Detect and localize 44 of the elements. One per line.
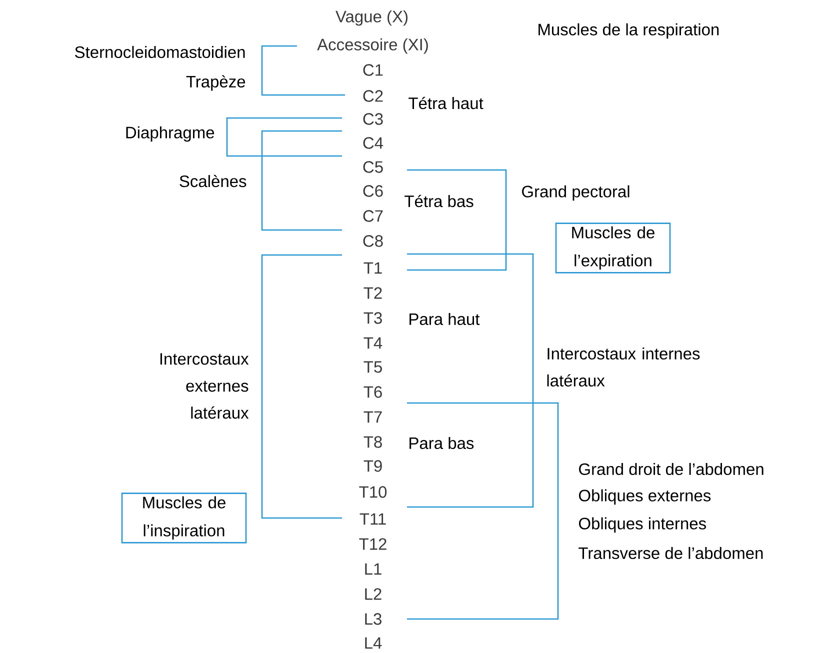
- region-label: Para bas: [410, 436, 474, 450]
- muscle-label: Obliques externes: [579, 489, 711, 505]
- spinal-level-label: T12: [359, 538, 386, 550]
- spinal-level-label: T10: [359, 486, 387, 498]
- spinal-level-label: L4: [365, 637, 382, 649]
- spinal-level-label: T2: [364, 287, 382, 299]
- spinal-level-label: Accessoire (XI): [317, 38, 428, 54]
- spinal-level-label: T9: [364, 460, 382, 472]
- region-label: Para haut: [410, 312, 480, 326]
- spinal-level-label: T6: [364, 386, 382, 398]
- muscle-label: Transverse de l’abdomen: [578, 546, 763, 560]
- spinal-level-label: L2: [365, 588, 382, 600]
- spinal-level-label: C6: [363, 185, 383, 197]
- spinal-level-label: C8: [363, 235, 383, 247]
- spinal-level-label: T7: [364, 411, 382, 423]
- spinal-level-label: C4: [363, 137, 384, 149]
- spinal-level-label: T11: [360, 513, 386, 525]
- region-label: Tétra haut: [408, 96, 484, 110]
- muscle-label: Obliques internes: [579, 517, 706, 533]
- spinal-level-label: L1: [365, 563, 382, 575]
- spinal-level-label: C1: [363, 64, 383, 76]
- region-label: Tétra bas: [404, 194, 474, 208]
- spinal-level-label: T8: [364, 436, 382, 448]
- spinal-level-label: T3: [364, 312, 382, 324]
- muscle-label: Scalènes: [180, 174, 246, 188]
- muscle-label: Trapèze: [186, 75, 246, 91]
- title: Muscles de la respiration: [538, 23, 719, 39]
- spinal-level-label: L3: [365, 613, 382, 625]
- spinal-level-label: C7: [363, 210, 383, 222]
- spinal-level-label: C2: [363, 90, 383, 102]
- spinal-level-label: T4: [364, 337, 382, 349]
- muscle-label: Grand droit de l’abdomen: [579, 462, 764, 476]
- spinal-level-label: T5: [364, 361, 382, 373]
- spinal-level-label: C5: [363, 161, 383, 173]
- muscle-label: Grand pectoral: [522, 185, 630, 201]
- group-box: Muscles de l’inspiration: [121, 492, 247, 544]
- spinal-level-label: Vague (X): [336, 10, 408, 26]
- muscle-label: Sternocleidomastoidien: [75, 46, 245, 58]
- muscle-label: Intercostaux externes latéraux: [160, 353, 249, 419]
- spinal-level-label: T1: [364, 262, 382, 274]
- muscle-label: Diaphragme: [126, 126, 214, 142]
- muscle-label: Intercostaux internes latéraux: [547, 347, 700, 387]
- group-box: Muscles de l’expiration: [555, 222, 671, 274]
- spinal-level-label: C3: [363, 113, 383, 125]
